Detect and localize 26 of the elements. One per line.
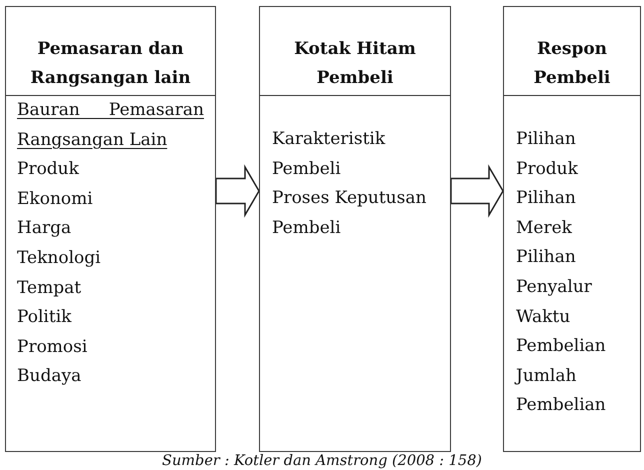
source-caption: Sumber : Kotler dan Amstrong (2008 : 158) — [162, 453, 482, 469]
list-item: Jumlah Pembelian — [516, 364, 607, 418]
list-item: Harga — [17, 217, 72, 240]
list-item: Rangsangan Lain — [17, 128, 168, 152]
list-item: Karakteristik Pembeli — [272, 128, 386, 181]
list-item: Budaya — [17, 365, 82, 388]
list-item: Pilihan Merek — [516, 187, 577, 240]
list-item: Pilihan Penyalur — [516, 246, 593, 299]
stage-box — [5, 6, 216, 452]
list-item: Produk — [17, 158, 79, 182]
list-item: Waktu Pembelian — [516, 306, 607, 358]
block-arrow — [215, 164, 260, 218]
list-item: Proses Keputusan Pembeli — [272, 187, 428, 240]
list-item: Pilihan Produk — [516, 128, 579, 181]
list-item: Tempat — [17, 276, 82, 300]
stage-box — [503, 6, 641, 452]
list-item: Teknologi — [17, 246, 101, 270]
list-item: Politik — [17, 306, 72, 330]
list-item: Ekonomi — [17, 188, 93, 211]
stage-box — [259, 6, 451, 452]
block-arrow — [450, 164, 504, 218]
list-item: Promosi — [17, 336, 88, 359]
column-heading: Respon Pembeli — [532, 38, 612, 90]
list-item: Bauran Pemasaran — [17, 99, 204, 122]
column-heading: Kotak Hitam Pembeli — [293, 38, 417, 90]
column-heading: Pemasaran dan Rangsangan lain — [29, 38, 192, 90]
